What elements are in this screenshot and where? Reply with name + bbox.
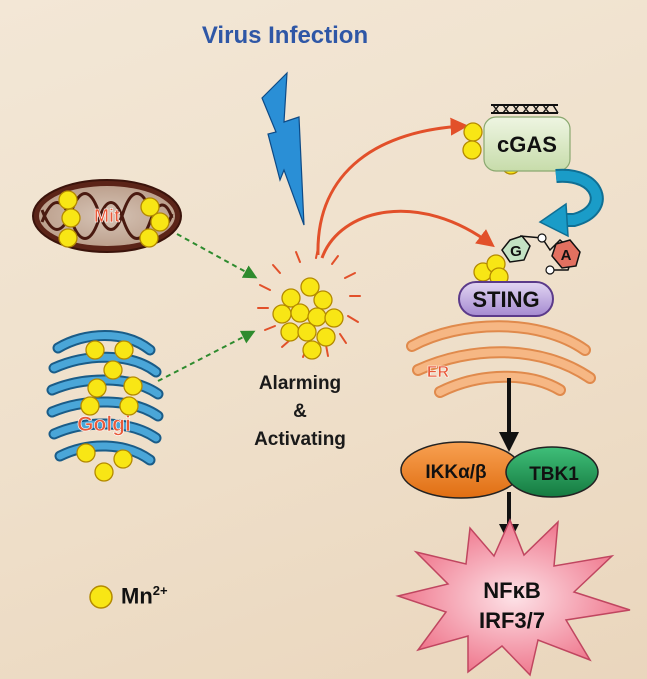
mn-ion	[313, 290, 333, 310]
alarm-line-3: Activating	[254, 429, 346, 450]
legend: Mn2+	[121, 583, 168, 609]
cgas-label: cGAS	[497, 132, 557, 157]
mn-ion	[140, 197, 160, 217]
mn-ion	[281, 288, 301, 308]
alarm-line-2: &	[293, 401, 307, 422]
mn-ion	[272, 304, 292, 324]
tbk1-protein: TBK1	[505, 446, 599, 498]
mn-ion	[300, 277, 320, 297]
mn-ion	[290, 303, 310, 323]
ikk-protein: IKKα/β	[400, 441, 522, 499]
mn-ion	[324, 308, 344, 328]
cgas-protein: cGAS	[483, 116, 571, 172]
mn-ion	[123, 376, 143, 396]
golgi-apparatus: Golgi	[46, 330, 164, 466]
mn-ion	[113, 449, 133, 469]
mn-ion	[302, 340, 322, 360]
mn-ion	[80, 396, 100, 416]
cgamp-a-label: A	[561, 247, 572, 264]
er-label: ER	[427, 364, 450, 381]
alarm-burst-rays	[257, 247, 361, 358]
cgamp-g-label: G	[510, 243, 522, 260]
mit-label: Mit	[94, 206, 120, 226]
sting-label: STING	[472, 287, 539, 312]
cgas-to-cgamp-arrow	[538, 168, 604, 238]
mit-to-center-arrow	[176, 233, 258, 279]
mn-ion	[119, 396, 139, 416]
mn-ion	[462, 140, 482, 160]
mn-ion	[280, 322, 300, 342]
cgamp-molecule: G A	[501, 233, 581, 275]
center-to-sting-arrow	[320, 209, 495, 259]
ikk-label: IKKα/β	[425, 462, 486, 483]
mn-ion	[103, 360, 123, 380]
mn-ion	[316, 327, 336, 347]
mn-ion	[85, 340, 105, 360]
sting-protein: STING	[458, 281, 554, 317]
legend-ion-icon	[89, 585, 113, 609]
mn-ion	[76, 443, 96, 463]
legend-label: Mn	[121, 583, 153, 609]
mn-ion	[150, 212, 170, 232]
mn-ion	[297, 322, 317, 342]
title: Virus Infection	[201, 22, 369, 49]
mn-ion	[87, 378, 107, 398]
alarm-activate-label: Alarming & Activating	[225, 370, 375, 454]
irf-label: IRF3/7	[479, 608, 545, 633]
legend-superscript: 2+	[152, 583, 168, 598]
mn-ion	[114, 340, 134, 360]
mn-ion	[463, 122, 483, 142]
mn-ion	[61, 208, 81, 228]
golgi-label: Golgi	[77, 413, 131, 436]
mn-ion	[139, 228, 159, 248]
dna-strand-icon	[491, 104, 559, 114]
endoplasmic-reticulum: ER	[406, 320, 596, 398]
nfkb-label: NFκB	[483, 578, 540, 603]
alarm-line-1: Alarming	[258, 373, 342, 394]
center-to-cgas-arrow	[316, 117, 469, 256]
mn-ion-cluster	[58, 122, 521, 482]
lightning-bolt-icon	[261, 71, 305, 226]
mn-ion	[94, 462, 114, 482]
transcription-factor-burst: NFκB IRF3/7	[395, 518, 631, 677]
tbk1-label: TBK1	[529, 464, 579, 485]
mn-ion	[58, 228, 78, 248]
mn-ion	[58, 190, 78, 210]
